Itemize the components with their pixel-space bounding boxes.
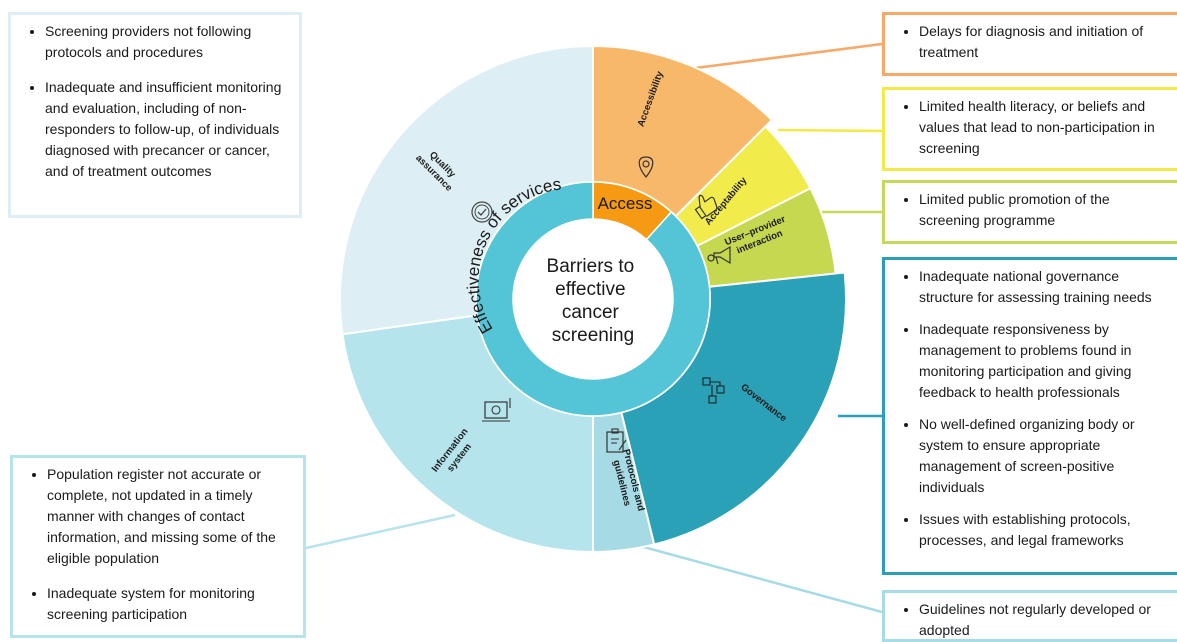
barrier-list: Delays for diagnosis and initiation of t… bbox=[897, 21, 1169, 63]
callout-user-provider-interaction: Limited public promotion of the screenin… bbox=[882, 180, 1177, 244]
thumbs-up-icon bbox=[694, 194, 718, 220]
category-label-access: Access bbox=[598, 194, 653, 213]
connector-access bbox=[679, 42, 883, 72]
database-screen-icon bbox=[482, 398, 511, 422]
barrier-list: Inadequate national governance structure… bbox=[897, 266, 1169, 551]
location-pin-icon bbox=[638, 156, 654, 178]
barrier-item: Inadequate system for monitoring screeni… bbox=[47, 583, 293, 625]
checkmark-badge-icon bbox=[471, 201, 493, 223]
barrier-list: Population register not accurate or comp… bbox=[25, 464, 293, 625]
barrier-item: Limited health literacy, or beliefs and … bbox=[919, 96, 1169, 159]
center-title-line: screening bbox=[552, 325, 634, 346]
megaphone-icon bbox=[707, 245, 731, 265]
clipboard-pen-icon bbox=[606, 428, 627, 453]
barrier-list: Limited health literacy, or beliefs and … bbox=[897, 96, 1169, 159]
barrier-item: Guidelines not regularly developed or ad… bbox=[919, 599, 1169, 641]
barrier-list: Guidelines not regularly developed or ad… bbox=[897, 599, 1169, 641]
center-title: Barriers to effective cancer screening bbox=[547, 256, 640, 346]
barrier-item: Inadequate responsiveness by management … bbox=[919, 319, 1169, 403]
center-title-line: Barriers to bbox=[547, 256, 635, 277]
barrier-item: Inadequate national governance structure… bbox=[919, 266, 1169, 308]
barrier-item: Population register not accurate or comp… bbox=[47, 464, 293, 569]
center-title-line: effective bbox=[555, 279, 625, 300]
callout-governance: Inadequate national governance structure… bbox=[882, 257, 1177, 575]
callout-accessibility: Delays for diagnosis and initiation of t… bbox=[882, 12, 1177, 76]
callout-information-system: Population register not accurate or comp… bbox=[10, 455, 306, 638]
barrier-list: Screening providers not following protoc… bbox=[23, 21, 289, 182]
barrier-item: Delays for diagnosis and initiation of t… bbox=[919, 21, 1169, 63]
connector-infosys bbox=[305, 513, 456, 550]
callout-quality-assurance: Screening providers not following protoc… bbox=[8, 12, 302, 218]
connector-proto bbox=[639, 544, 883, 614]
center-disc bbox=[513, 219, 673, 379]
barrier-item: Limited public promotion of the screenin… bbox=[919, 189, 1169, 231]
barrier-list: Limited public promotion of the screenin… bbox=[897, 189, 1169, 231]
barrier-item: Screening providers not following protoc… bbox=[45, 21, 289, 63]
barrier-item: No well-defined organizing body or syste… bbox=[919, 414, 1169, 498]
callout-acceptability: Limited health literacy, or beliefs and … bbox=[882, 87, 1177, 171]
flowchart-icon bbox=[702, 377, 725, 404]
callout-protocols-guidelines: Guidelines not regularly developed or ad… bbox=[882, 590, 1177, 642]
barrier-item: Issues with establishing protocols, proc… bbox=[919, 509, 1169, 551]
connector-accept bbox=[777, 128, 883, 133]
center-title-line: cancer bbox=[562, 302, 620, 323]
barrier-item: Inadequate and insufficient monitoring a… bbox=[45, 77, 289, 182]
